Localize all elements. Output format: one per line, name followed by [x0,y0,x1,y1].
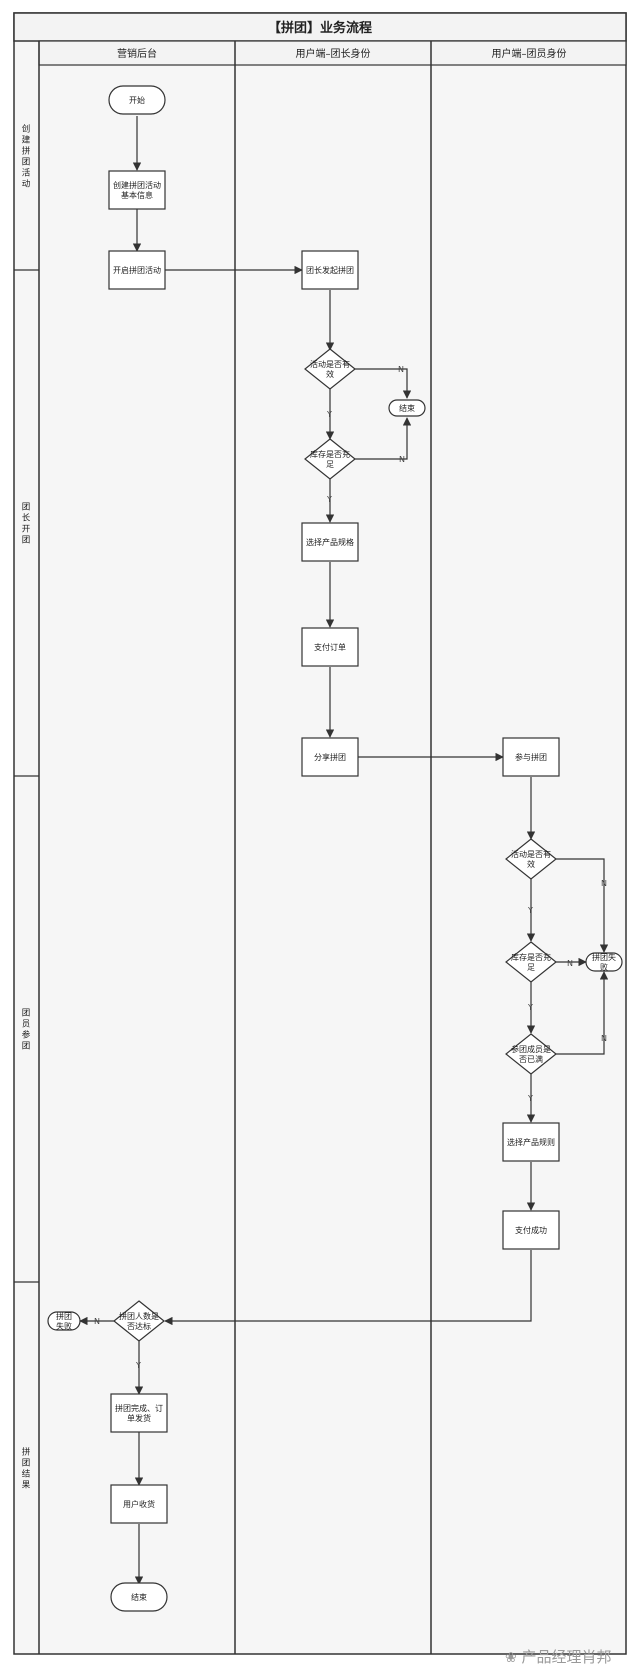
label-no: N [399,455,405,464]
node-member-stock: 库存是否充足 [505,941,557,983]
node-leader-spec: 选择产品规格 [301,522,359,562]
node-label: 拼团完成、订单发货 [115,1403,163,1423]
node-member-rule: 选择产品规则 [502,1122,560,1162]
node-shape-rect [301,627,359,667]
node-receive: 用户收货 [110,1484,168,1524]
node-label: 拼团失败 [592,952,616,972]
node-member-full: 参团成员是否已满 [505,1033,557,1075]
node-create-info: 创建拼团活动基本信息 [108,170,166,210]
node-shape-terminal [108,85,166,115]
label-yes: Y [527,906,533,915]
node-leader-share: 分享拼团 [301,737,359,777]
label-no: N [398,365,404,374]
node-label: 库存是否充足 [310,449,350,469]
node-member-join: 参与拼团 [502,737,560,777]
node-shape-rect [108,250,166,290]
label-no: N [601,1034,607,1043]
node-shape-rect [110,1484,168,1524]
column-header-leader: 用户端–团长身份 [296,47,371,60]
label-yes: Y [527,1094,533,1103]
node-reach-target: 拼团人数是否达标 [113,1300,165,1342]
node-label: 库存是否充足 [511,952,551,972]
phase-label-member: 团员参团 [22,1009,31,1052]
node-label: 团长发起拼团 [306,265,354,275]
node-label: 创建拼团活动基本信息 [113,180,161,200]
node-complete-ship: 拼团完成、订单发货 [110,1393,168,1433]
node-shape-terminal [388,399,426,417]
node-label: 用户收货 [123,1499,155,1509]
phase-label-result: 拼团结果 [22,1447,31,1491]
node-shape-diamond [304,438,356,480]
node-shape-diamond [505,1033,557,1075]
node-shape-diamond [113,1300,165,1342]
node-label: 支付成功 [515,1225,547,1235]
node-label: 参团成员是否已满 [511,1044,551,1064]
node-shape-terminal [585,952,623,972]
node-label: 支付订单 [314,642,346,652]
node-leader-start: 团长发起拼团 [301,250,359,290]
node-shape-terminal [110,1582,168,1612]
node-label: 开启拼团活动 [113,265,161,275]
label-no: N [601,879,607,888]
edge-leader-valid-no [355,368,412,399]
node-final-end: 结束 [110,1582,168,1612]
node-shape-rect [301,737,359,777]
label-yes: Y [326,410,332,419]
label-yes: Y [326,495,332,504]
node-shape-rect [301,522,359,562]
phase-label-leader: 团长开团 [22,503,31,546]
node-shape-diamond [304,348,356,390]
node-leader-stock: 库存是否充足 [304,438,356,480]
node-label: 结束 [399,403,415,413]
node-shape-terminal [47,1311,81,1331]
node-member-fail: 拼团失败 [585,952,623,972]
phase-label-create: 创建拼团活动 [22,124,31,190]
node-label: 参与拼团 [515,752,547,762]
node-label: 结束 [131,1592,147,1602]
node-label: 开始 [129,95,145,105]
node-label: 拼团失败 [56,1311,72,1331]
node-start: 开始 [108,85,166,115]
node-label: 分享拼团 [314,752,346,762]
label-no: N [567,959,573,968]
edge-member-valid-no [556,858,609,953]
node-leader-valid: 活动是否有效 [304,348,356,390]
column-header-marketing: 营销后台 [117,47,157,60]
node-label: 拼团人数是否达标 [119,1311,159,1331]
node-result-fail: 拼团失败 [47,1311,81,1331]
node-shape-rect [108,170,166,210]
node-shape-rect [502,1210,560,1250]
label-yes: Y [527,1003,533,1012]
column-header-row [38,40,627,66]
node-shape-diamond [505,838,557,880]
node-shape-rect [301,250,359,290]
column-header-member: 用户端–团员身份 [492,47,567,60]
node-open-activity: 开启拼团活动 [108,250,166,290]
node-shape-rect [502,737,560,777]
node-shape-rect [110,1393,168,1433]
node-label: 选择产品规则 [507,1137,555,1147]
edge-paid-target [164,1250,532,1326]
label-yes: Y [135,1361,141,1370]
watermark-text: 产品经理肖邦 [521,1648,612,1666]
node-member-paid: 支付成功 [502,1210,560,1250]
node-label: 选择产品规格 [306,537,354,547]
node-label: 活动是否有效 [310,359,350,379]
node-leader-pay: 支付订单 [301,627,359,667]
wechat-icon: ❀ [505,1650,517,1666]
node-shape-diamond [505,941,557,983]
label-no: N [94,1317,100,1326]
edge-leader-stock-no [355,417,412,460]
watermark: ❀ 产品经理肖邦 [505,1646,612,1667]
diagram-title: 【拼团】业务流程 [268,20,372,36]
node-member-valid: 活动是否有效 [505,838,557,880]
node-shape-rect [502,1122,560,1162]
node-label: 活动是否有效 [511,849,551,869]
title-bar [13,12,627,42]
node-leader-end: 结束 [388,399,426,417]
edge-member-full-no [556,971,609,1055]
